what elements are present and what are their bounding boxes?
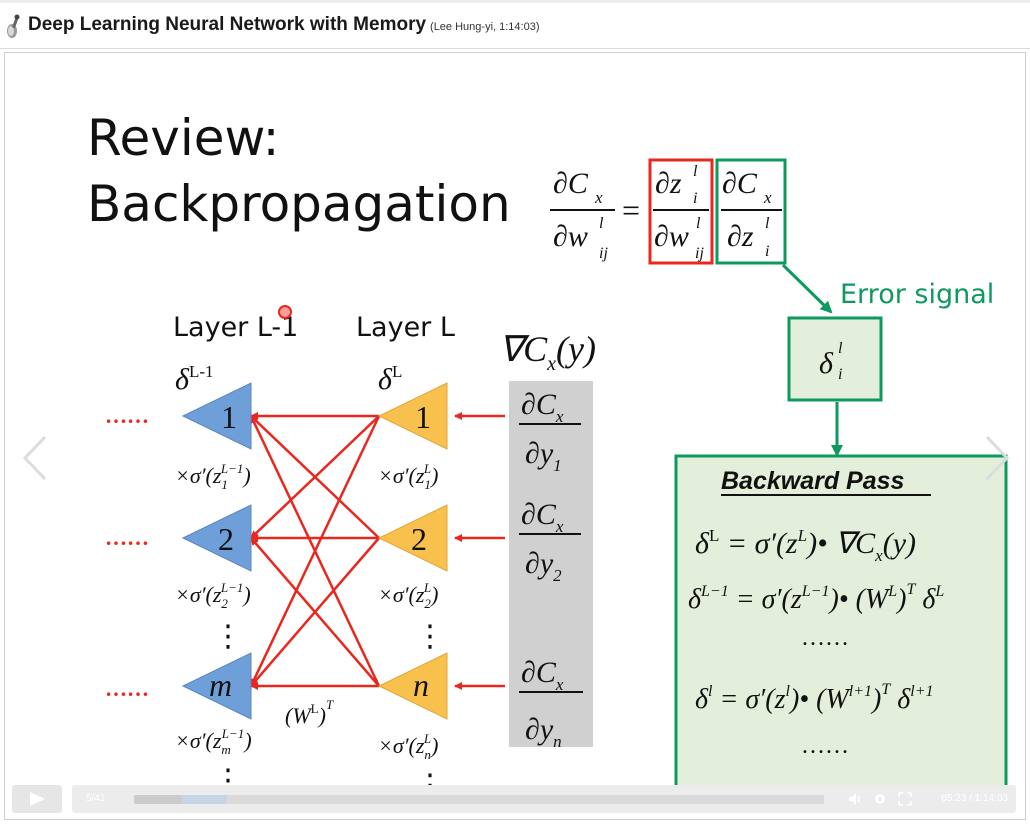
node-prev-2: 2 [218,521,234,557]
network-connections [249,412,505,690]
svg-text:×σ′(z2L−1): ×σ′(z2L−1) [175,580,251,611]
slide-canvas: Review: Backpropagation ∂C x ∂w l ij = ∂… [87,109,1008,803]
lecture-title-text: Deep Learning Neural Network with Memory [28,14,427,35]
top-separator [0,0,1030,3]
svg-text:×σ′(z2L): ×σ′(z2L) [378,580,438,611]
dots-left-3: …… [105,676,149,701]
settings-gear-icon[interactable] [872,791,888,807]
svg-text:i: i [765,243,769,260]
green-highlight-box [715,158,787,265]
node-last-2: 2 [411,521,427,557]
backward-pass-title: Backward Pass [721,467,905,495]
window-titlebar: Deep Learning Neural Network with Memory… [0,0,1030,49]
player-controls: 5/41 05:23 / 1:14:03 [10,785,1016,815]
svg-text:δL-1: δL-1 [175,362,214,396]
backward-pass-equations: δL = σ′(zL)• ∇Cx(y) δL−1 = σ′(zL−1)• (WL… [688,526,944,759]
slide-viewer: Review: Backpropagation ∂C x ∂w l ij = ∂… [4,52,1026,820]
node-last-1: 1 [415,399,431,435]
svg-text:l: l [599,215,604,232]
vdots-prev-1: ⋮ [213,619,243,654]
gradient-fractions: ∂Cx ∂y1 ∂Cx ∂y2 ∂Cx ∂yn [519,388,583,751]
svg-text:……: …… [801,625,849,651]
progress-played [134,795,183,804]
error-signal-label: Error signal [840,279,994,310]
layer-prev-nodes: 1 2 m [181,382,252,720]
svg-text:δ: δ [819,347,834,380]
delta-box [787,316,883,402]
svg-text:x: x [763,188,772,207]
svg-text:×σ′(z1L−1): ×σ′(z1L−1) [175,461,251,492]
gradient-panel [509,381,593,747]
svg-text:i: i [693,190,697,207]
svg-text:×σ′(zmL−1): ×σ′(zmL−1) [175,726,252,757]
progress-bar[interactable] [134,795,824,804]
next-slide-arrow-icon[interactable] [979,433,1013,483]
svg-text:x: x [594,188,603,207]
previous-slide-arrow-icon[interactable] [19,433,53,483]
time-display: 05:23 / 1:14:03 [941,793,1008,804]
svg-text:δl = σ′(zl)• (Wl+1)T δl+1: δl = σ′(zl)• (Wl+1)T δl+1 [695,681,934,715]
svg-text:i: i [838,366,842,383]
svg-text:∂C: ∂C [722,167,758,200]
pointer-marker [278,305,292,319]
svg-text:∂C: ∂C [553,167,589,200]
layer-prev-label: Layer L-1 [173,312,298,343]
progress-buffered [182,795,228,804]
volume-icon[interactable] [847,791,863,807]
microphone-icon [7,14,20,38]
chain-rule-formula: ∂C x ∂w l ij = ∂z l i ∂w l ij ∂C x ∂z l … [550,158,787,265]
slide-heading-line2: Backpropagation [87,175,511,233]
red-highlight-box [648,158,714,265]
svg-text:ij: ij [695,245,704,262]
svg-text:×σ′(z1L): ×σ′(z1L) [378,461,438,492]
svg-text:(WL)T: (WL)T [285,697,334,728]
layer-last-nodes: 1 2 n [377,382,448,720]
fullscreen-icon[interactable] [897,791,913,807]
svg-text:l: l [838,340,843,357]
play-icon [30,792,45,806]
node-prev-1: 1 [221,399,237,435]
node-last-n: n [413,667,429,703]
svg-text:∂z: ∂z [655,167,682,200]
svg-text:l: l [765,215,770,232]
svg-text:ij: ij [599,245,608,262]
svg-text:∂w: ∂w [654,220,689,253]
slide-heading-line1: Review: [87,109,280,167]
svg-text:=: = [622,192,640,228]
svg-text:l: l [696,215,701,232]
green-arrow-to-delta [781,263,833,314]
svg-text:δL: δL [378,362,402,396]
vdots-last-1: ⋮ [415,619,445,654]
player-bar: 5/41 05:23 / 1:14:03 [72,785,1016,813]
slide-counter: 5/41 [86,793,106,804]
svg-text:……: …… [801,733,849,759]
dots-left-1: …… [105,403,149,428]
backward-pass-box [674,454,1008,791]
sigma-prime-labels: ×σ′(z1L−1) ×σ′(z1L) ×σ′(z2L−1) ×σ′(z2L) … [175,461,438,762]
svg-text:∂w: ∂w [553,220,588,253]
play-button[interactable] [12,785,62,813]
dots-left-2: …… [105,525,149,550]
node-prev-m: m [209,667,232,703]
gradient-label: ∇Cx(y) [499,329,596,375]
lecture-subtitle: (Lee Hung-yi, 1:14:03) [430,21,540,33]
svg-text:l: l [693,163,698,180]
svg-text:×σ′(znL): ×σ′(znL) [378,731,438,762]
layer-last-label: Layer L [356,312,455,343]
lecture-title: Deep Learning Neural Network with Memory… [28,14,539,36]
svg-text:∂z: ∂z [727,220,754,253]
